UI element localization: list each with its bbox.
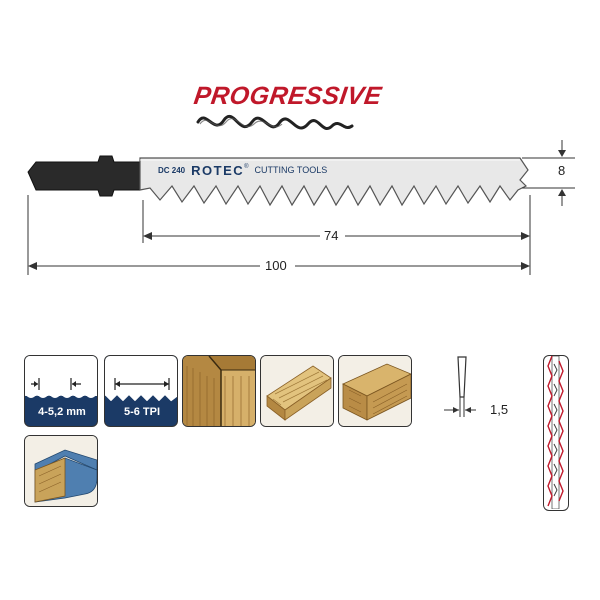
tooth-pitch-tile: 4-5,2 mm xyxy=(24,355,98,427)
softwood-board-tile xyxy=(260,355,334,427)
tooth-pitch-label: 4-5,2 mm xyxy=(38,406,86,418)
tooth-pitch-icon xyxy=(25,356,97,401)
tpi-label: 5-6 TPI xyxy=(123,406,161,418)
tpi-icon xyxy=(105,356,177,403)
total-length-dimension: 100 xyxy=(265,258,287,273)
softwood-board-icon xyxy=(261,356,333,426)
brand-name: ROTEC xyxy=(191,162,245,178)
blade-tang xyxy=(27,155,141,197)
laminated-board-icon xyxy=(25,436,97,506)
registered-mark: ® xyxy=(244,164,249,170)
cutting-length-dimension: 74 xyxy=(324,228,339,243)
hardwood-board-tile xyxy=(338,355,412,427)
blade-side-profile-icon xyxy=(547,356,564,509)
blade-body xyxy=(139,157,529,207)
blade-side-profile xyxy=(543,355,569,511)
blade-thickness-icon xyxy=(444,356,476,417)
brand-tagline: CUTTING TOOLS xyxy=(254,165,328,175)
blade-drawing xyxy=(27,140,575,275)
product-title: PROGRESSIVE xyxy=(192,82,384,110)
blade-code: DC 240 xyxy=(158,165,186,175)
joinery-wood-icon xyxy=(183,356,255,426)
hardwood-board-icon xyxy=(339,356,411,426)
tpi-tile: 5-6 TPI xyxy=(104,355,178,427)
progressive-wave-icon xyxy=(196,114,354,130)
blade-thickness-diagram xyxy=(440,355,520,435)
thickness-dimension: 1,5 xyxy=(490,402,509,417)
blade-print: DC 240 ROTEC ® CUTTING TOOLS xyxy=(158,162,328,178)
joinery-wood-tile xyxy=(182,355,256,427)
laminated-board-tile xyxy=(24,435,98,507)
height-dimension: 8 xyxy=(558,163,566,178)
progressive-logo: PROGRESSIVE xyxy=(180,80,420,140)
